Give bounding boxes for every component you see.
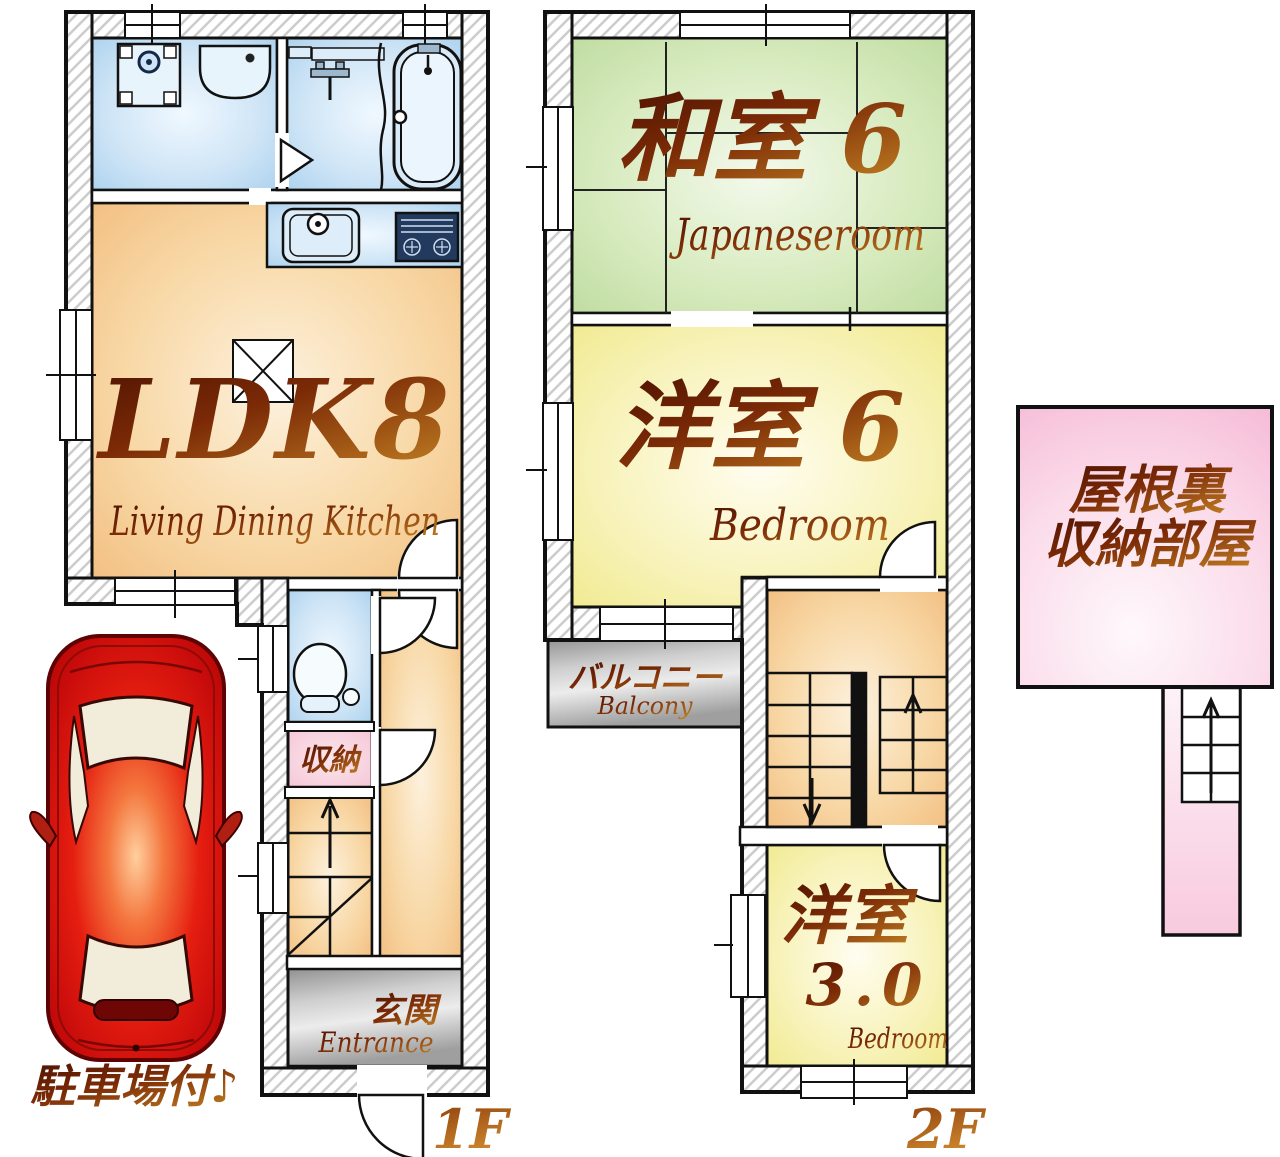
room-sublabel-ldk: Living Dining Kitchen xyxy=(109,499,440,545)
room-size-bedroom3: 3.0 xyxy=(806,951,931,1019)
balcony-sublabel: Balcony xyxy=(597,692,693,720)
windshield xyxy=(78,695,194,771)
window xyxy=(402,4,448,46)
parking-label: 駐車場付♪ xyxy=(30,1060,239,1113)
window xyxy=(714,894,766,998)
tub-knob xyxy=(392,109,408,125)
room-label-bedroom6: 洋室 6 xyxy=(615,372,904,483)
window xyxy=(679,4,851,46)
balcony xyxy=(546,635,744,729)
stair-divider-wall xyxy=(850,671,868,829)
toilet xyxy=(292,642,360,713)
door-arc xyxy=(878,520,937,579)
tatami-grid xyxy=(572,42,947,313)
room-label-entrance: 玄関 xyxy=(369,991,442,1031)
mirror xyxy=(214,810,243,848)
door-arc xyxy=(882,843,942,903)
kitchen-sink xyxy=(281,207,361,264)
fixtures xyxy=(116,42,464,713)
side-window xyxy=(182,715,204,846)
attic-label-line1: 屋根裏 xyxy=(1068,460,1233,521)
washing-machine xyxy=(116,42,182,108)
mirror xyxy=(29,810,58,848)
kitchen-counter xyxy=(265,201,464,269)
room-sublabel-bedroom6: Bedroom xyxy=(709,500,890,551)
shower-mixer xyxy=(310,68,350,78)
windows xyxy=(46,4,908,1105)
window xyxy=(800,1059,908,1105)
room-label-storage: 収納 xyxy=(299,743,362,778)
attic-stairs xyxy=(1180,686,1242,804)
stairs-2f xyxy=(765,671,949,829)
balcony-label: バルコニー xyxy=(568,660,723,696)
attic-room xyxy=(1016,405,1274,689)
room-sublabel-entrance: Entrance xyxy=(318,1026,434,1059)
room-label-japanese: 和室 6 xyxy=(617,84,906,195)
door-arc xyxy=(397,518,459,580)
floor-label-2f: 2F xyxy=(906,1097,987,1157)
attic-block xyxy=(1016,405,1274,937)
opening xyxy=(249,188,271,205)
bathtub xyxy=(288,42,463,191)
room-label-ldk: LDK8 xyxy=(96,355,452,484)
side-window xyxy=(68,715,90,846)
room-sublabel-japanese: Japaneseroom xyxy=(669,210,925,261)
entrance-door-arc xyxy=(357,1093,425,1157)
doors xyxy=(279,137,942,1157)
car xyxy=(29,634,243,1062)
labels: LDK8 Living Dining Kitchen 収納 玄関 Entranc… xyxy=(30,84,1257,1157)
balcony-window xyxy=(599,599,734,649)
wash-basin xyxy=(198,44,272,100)
outline-2f xyxy=(543,10,975,1094)
room-label-bedroom3: 洋室 xyxy=(781,879,918,954)
window xyxy=(238,842,289,914)
floor-label-1f: 1F xyxy=(432,1097,512,1157)
window xyxy=(124,4,181,46)
window xyxy=(526,106,574,231)
stove xyxy=(394,211,460,263)
window xyxy=(238,625,289,693)
door-arc xyxy=(378,596,437,655)
stairs-1f xyxy=(287,796,373,957)
spoiler xyxy=(93,999,179,1021)
window xyxy=(46,309,96,441)
attic-label-line2: 収納部屋 xyxy=(1043,514,1257,575)
door-arc xyxy=(378,728,437,787)
window xyxy=(114,570,236,618)
folding-door-icon xyxy=(279,137,315,184)
room-sublabel-bedroom3: Bedroom xyxy=(847,1022,948,1055)
ldk-symbol xyxy=(232,339,294,403)
window xyxy=(526,402,574,541)
